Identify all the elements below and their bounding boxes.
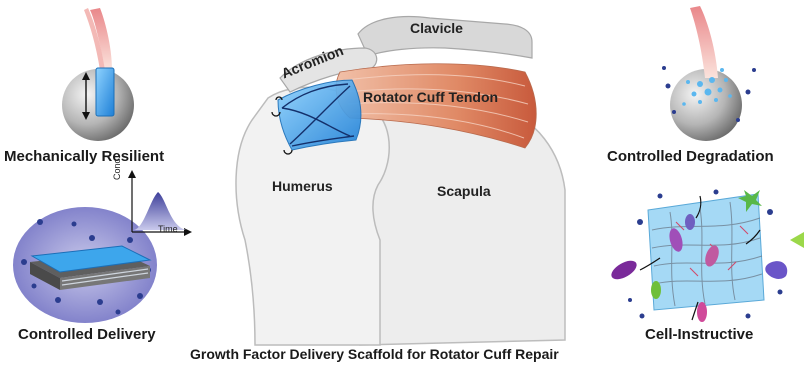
controlled-degradation-label: Controlled Degradation [607,148,774,165]
figure-caption: Growth Factor Delivery Scaffold for Rota… [190,346,559,362]
cell-instructive-illustration [608,190,804,323]
mechanically-resilient-illustration [62,8,134,141]
release-plot-ylabel: Conc. [112,156,122,180]
humerus-label: Humerus [272,178,333,194]
controlled-degradation-illustration [662,6,756,141]
controlled-delivery-label: Controlled Delivery [18,326,156,343]
release-plot-xlabel: Time [158,224,178,234]
rotator-cuff-tendon-label: Rotator Cuff Tendon [363,89,498,105]
controlled-delivery-illustration [13,207,157,323]
clavicle-label: Clavicle [410,20,463,36]
scapula-label: Scapula [437,183,491,199]
cell-instructive-label: Cell-Instructive [645,326,753,343]
mechanically-resilient-label: Mechanically Resilient [4,148,164,165]
